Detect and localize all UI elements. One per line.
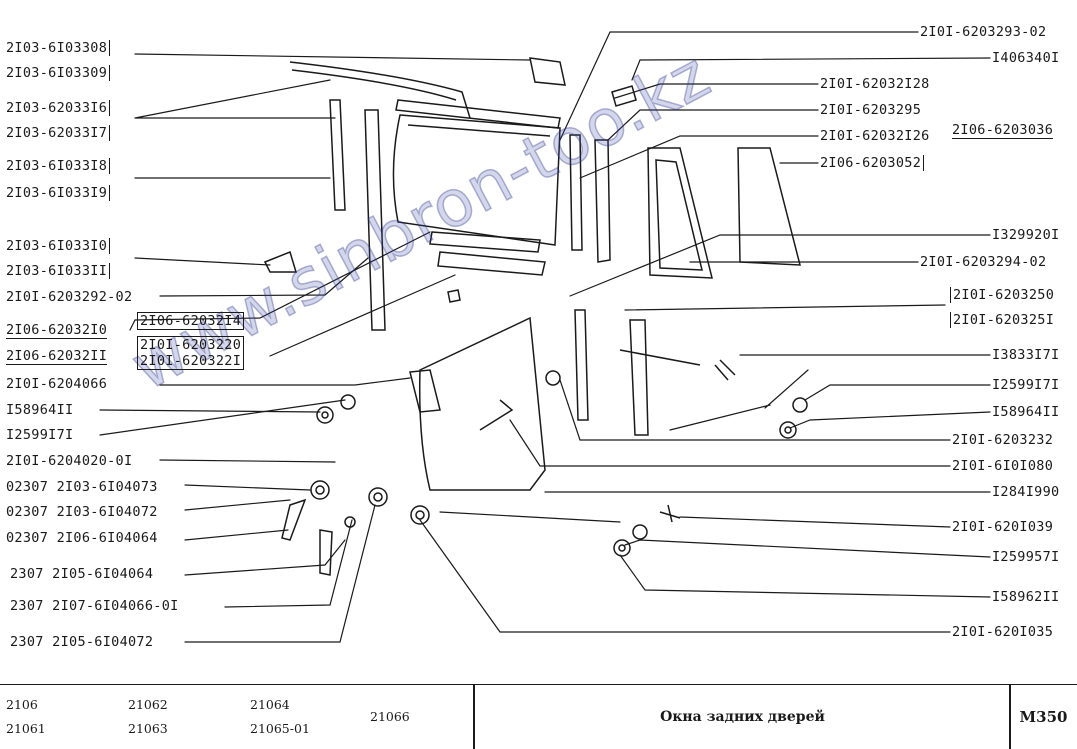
label-prefix: 02307 [6,479,49,495]
label-2101-6203128: 2I0I-62032I28 [820,76,930,92]
label-2103-6103311: 2I03-6I033II [6,263,111,279]
label-12599171-right: I2599I7I [992,377,1060,393]
label-2101-6204020-01: 2I0I-6204020-0I [6,453,133,469]
label-12599171-left: I2599I7I [6,427,74,443]
label-12841990: I284I990 [992,484,1060,500]
label-2101-6203292-02: 2I0I-6203292-02 [6,289,133,305]
label-2103-6103309: 2I03-6I03309 [6,65,111,81]
model-21065-01: 21065-01 [250,721,310,736]
label-prefix: 02307 [6,530,49,546]
label-2101-6101080: 2I0I-6I0I080 [952,458,1054,474]
label-02307-2103-6104072: 02307 2I03-6I04072 [6,504,158,520]
exploded-view-drawing [99,31,991,643]
label-part: 2I05-6I04064 [52,566,154,582]
label-2101-6201039: 2I0I-620I039 [952,519,1054,535]
model-21061: 21061 [6,721,46,736]
label-15896411-right: I58964II [992,404,1060,420]
label-2307-2105-6104064: 2307 2I05-6I04064 [10,566,153,582]
label-2307-2105-6104072: 2307 2I05-6I04072 [10,634,153,650]
model-21062: 21062 [128,697,168,712]
title-block: 2106 21061 21062 21063 21064 21065-01 21… [0,684,1077,749]
label-prefix: 02307 [6,504,49,520]
label-part: 2I06-6I04064 [56,530,158,546]
label-2101-6203295: 2I0I-6203295 [820,102,922,118]
label-02307-2103-6104073: 02307 2I03-6I04073 [6,479,158,495]
label-2101-6203232: 2I0I-6203232 [952,432,1054,448]
label-2106-6203036: 2I06-6203036 [952,122,1054,139]
label-02307-2106-6104064: 02307 2I06-6I04064 [6,530,158,546]
label-2106-6203052: 2I06-6203052 [820,155,925,171]
label-part: 2I07-6I04066-0I [52,598,179,614]
label-2103-6203316: 2I03-62033I6 [6,100,111,116]
label-13833171: I3833I7I [992,347,1060,363]
label-prefix: 2307 [10,598,44,614]
label-2101-6203126: 2I0I-62032I26 [820,128,930,144]
model-21064: 21064 [250,697,290,712]
divider [1009,685,1011,749]
label-2307-2107-6104066-01: 2307 2I07-6I04066-0I [10,598,179,614]
label-2103-6203317: 2I03-62033I7 [6,125,111,141]
label-prefix: 2307 [10,566,44,582]
drawing-title: Окна задних дверей [660,709,825,725]
label-group-2101-62032: 2I0I-6203220 2I0I-620322I [137,336,245,370]
label-2101-6204066: 2I0I-6204066 [6,376,108,392]
label-15896211: I58962II [992,589,1060,605]
model-21063: 21063 [128,721,168,736]
label-2103-6103310: 2I03-6I033I0 [6,238,111,254]
label-prefix: 2307 [10,634,44,650]
label-2103-6103319: 2I03-6I033I9 [6,185,111,201]
divider [473,685,475,749]
label-2103-6103318: 2I03-6I033I8 [6,158,111,174]
label-12599571: I259957I [992,549,1060,565]
label-2106-6203214: 2I06-62032I4 [137,312,245,330]
label-2101-6203293-02: 2I0I-6203293-02 [920,24,1047,40]
label-13299201: I329920I [992,227,1060,243]
model-2106: 2106 [6,697,38,712]
label-2101-6203294-02: 2I0I-6203294-02 [920,254,1047,270]
label-2101-6203251: 2I0I-620325I [950,312,1054,328]
label-part: 2I05-6I04072 [52,634,154,650]
label-part: 2I03-6I04072 [56,504,158,520]
label-2106-6203211: 2I06-62032II [6,348,108,365]
drawing-code: М350 [1019,708,1068,726]
label-part: 2I03-6I04073 [56,479,158,495]
label-2103-6103308: 2I03-6I03308 [6,40,111,56]
label-2101-6203250: 2I0I-6203250 [950,287,1054,303]
label-2101-6203221: 2I0I-620322I [140,353,242,369]
label-15896411-left: I58964II [6,402,74,418]
model-21066: 21066 [370,709,410,724]
label-2106-6203210: 2I06-62032I0 [6,322,108,339]
label-2101-6201035: 2I0I-620I035 [952,624,1054,640]
label-2101-6203220: 2I0I-6203220 [140,337,242,353]
label-14063401: I406340I [992,50,1060,66]
